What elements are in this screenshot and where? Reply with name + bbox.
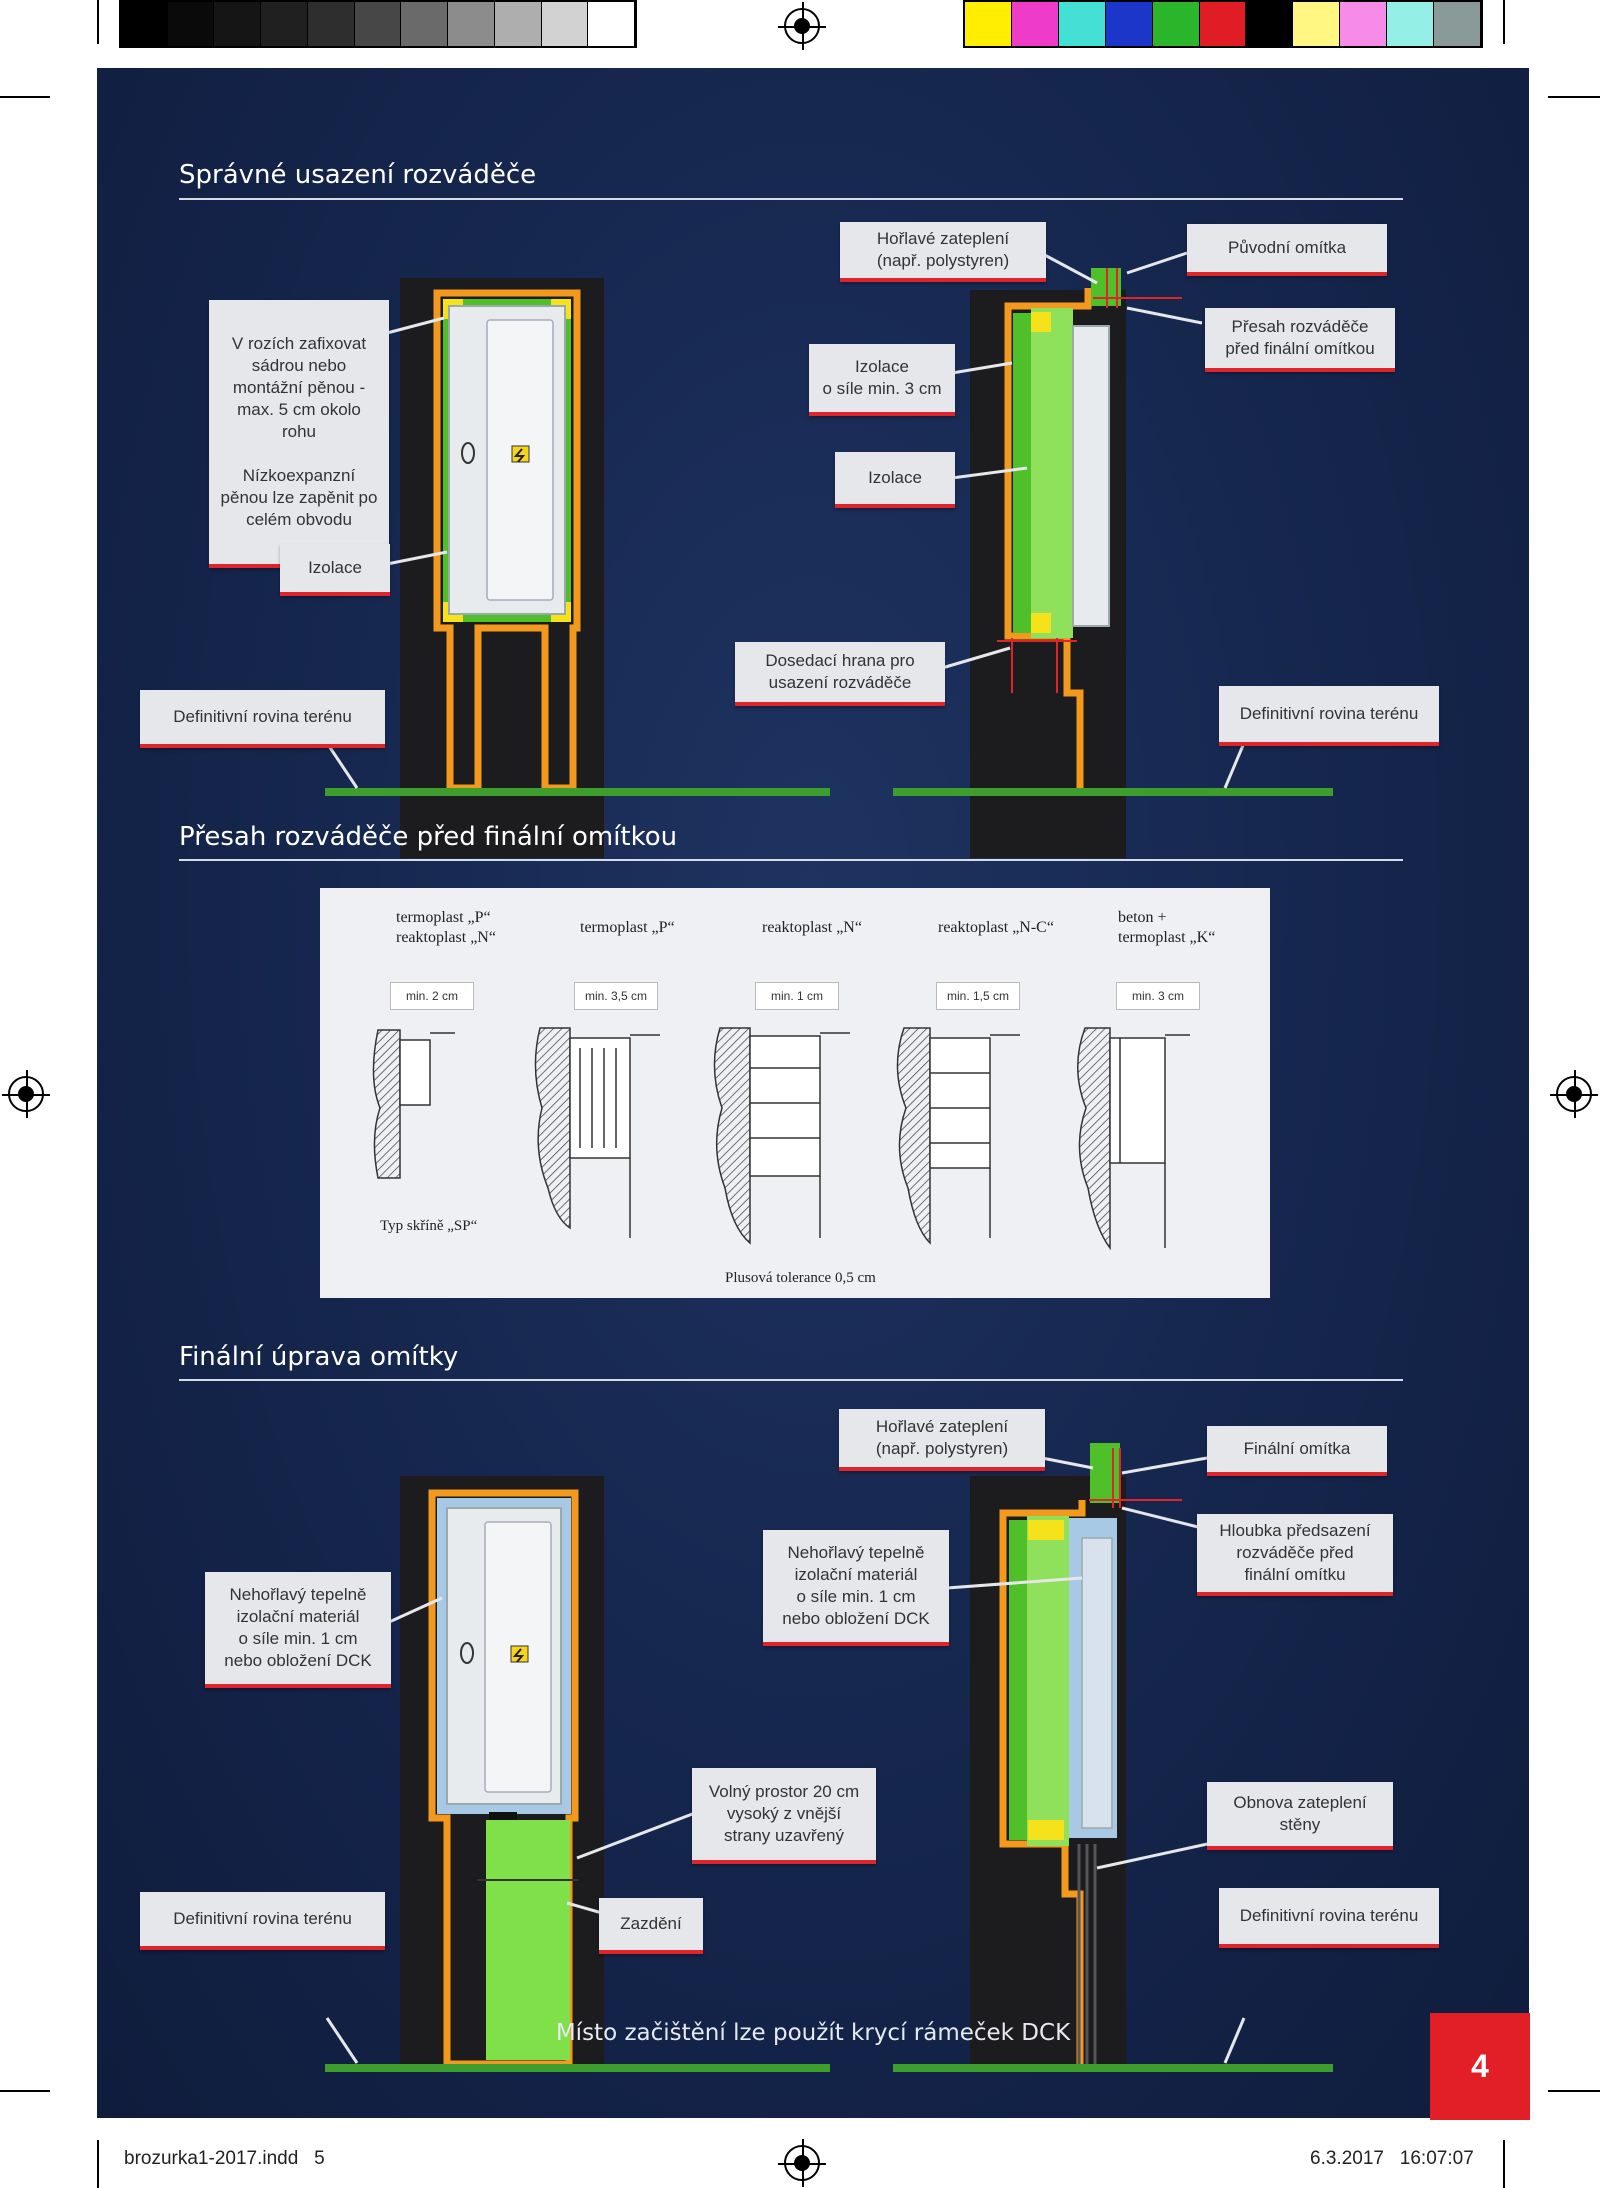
- ground-line: [325, 2064, 830, 2072]
- color-swatch: [1246, 2, 1294, 46]
- color-swatch: [448, 2, 495, 46]
- callout-izolace-3cm: Izolace o síle min. 3 cm: [809, 344, 955, 416]
- color-swatch: [1058, 2, 1106, 46]
- section-rule: [179, 1379, 1403, 1381]
- col-label-1: termoplast „P“ reaktoplast „N“: [396, 909, 496, 946]
- callout-horlave-s3: Hořlavé zateplení (např. polystyren): [839, 1409, 1045, 1471]
- color-swatch: [401, 2, 449, 46]
- ground-line: [325, 788, 830, 796]
- brochure-page: Správné usazení rozváděče: [97, 68, 1529, 2118]
- ground-line: [893, 788, 1333, 796]
- color-swatch: [588, 2, 636, 46]
- plus-tolerance: Plusová tolerance 0,5 cm: [725, 1270, 876, 1286]
- color-swatch: [1434, 2, 1481, 46]
- overhang-diagram-panel: termoplast „P“ reaktoplast „N“ termoplas…: [320, 888, 1270, 1298]
- diagrams-svg: [325, 251, 1333, 2072]
- registration-mark-bottom: [778, 2139, 826, 2187]
- callout-izolace-left: Izolace: [280, 544, 390, 596]
- callout-terrain-right-s3: Definitivní rovina terénu: [1219, 1888, 1439, 1948]
- crop-mark: [1503, 0, 1505, 44]
- section-title-finalni: Finální úprava omítky: [179, 1342, 459, 1372]
- color-swatch: [261, 2, 308, 46]
- min-tag-5: min. 3 cm: [1116, 982, 1200, 1010]
- ground-line: [893, 2064, 1333, 2072]
- color-swatch: [541, 2, 589, 46]
- section-rule: [179, 198, 1403, 200]
- color-swatch: [965, 2, 1012, 46]
- min-tag-2: min. 3,5 cm: [574, 982, 658, 1010]
- color-swatch: [1199, 2, 1247, 46]
- callout-terrain-right: Definitivní rovina terénu: [1219, 686, 1439, 746]
- s1-right-section-diagram: [970, 268, 1182, 858]
- grey-color-bar: [119, 0, 637, 48]
- color-swatch: [307, 2, 355, 46]
- min-tag-4: min. 1,5 cm: [936, 982, 1020, 1010]
- crop-mark: [1503, 2140, 1505, 2188]
- color-swatch: [1293, 2, 1341, 46]
- crop-mark: [1548, 2090, 1600, 2092]
- color-swatch: [1340, 2, 1388, 46]
- bottom-note: Místo začištění lze použít krycí rámeček…: [555, 2020, 1071, 2046]
- min-tag-3: min. 1 cm: [755, 982, 839, 1010]
- color-swatch: [354, 2, 402, 46]
- callout-volny-prostor: Volný prostor 20 cm vysoký z vnější stra…: [692, 1768, 876, 1864]
- callout-horlave-zatepleni: Hořlavé zateplení (např. polystyren): [840, 222, 1046, 282]
- registration-mark-top: [778, 2, 826, 50]
- callout-puvodni-omitka: Původní omítka: [1187, 224, 1387, 276]
- callout-nehorlavy-left: Nehořlavý tepelně izolační materiál o sí…: [205, 1572, 391, 1688]
- col-label-5: beton + termoplast „K“: [1118, 909, 1216, 946]
- min-tag-1: min. 2 cm: [390, 982, 474, 1010]
- callout-zazdeni: Zazdění: [599, 1898, 703, 1954]
- callout-nehorlavy-right: Nehořlavý tepelně izolační materiál o sí…: [763, 1530, 949, 1646]
- callout-pointers: [325, 1456, 1246, 2064]
- col-label-2: termoplast „P“: [580, 919, 675, 936]
- callout-dosedaci-hrana: Dosedací hrana pro usazení rozváděče: [735, 642, 945, 706]
- page-number: 4: [1430, 2013, 1530, 2120]
- section-rule: [179, 859, 1403, 861]
- section-title-presah: Přesah rozváděče před finální omítkou: [179, 822, 678, 852]
- crop-mark: [97, 0, 99, 44]
- typ-skrine: Typ skříně „SP“: [380, 1218, 478, 1234]
- callout-hloubka: Hloubka předsazení rozváděče před fináln…: [1197, 1514, 1393, 1596]
- process-color-bar: [963, 0, 1483, 48]
- callout-terrain-left-s3: Definitivní rovina terénu: [140, 1892, 385, 1950]
- callout-obnova-zatepleni: Obnova zateplení stěny: [1207, 1782, 1393, 1850]
- crop-mark: [0, 96, 50, 98]
- section-title-spravne: Správné usazení rozváděče: [179, 160, 537, 190]
- color-swatch: [214, 2, 262, 46]
- footer-filename: brozurka1-2017.indd 5: [124, 2148, 325, 2169]
- crop-mark: [97, 2140, 99, 2188]
- color-swatch: [1011, 2, 1059, 46]
- color-swatch: [1152, 2, 1200, 46]
- registration-mark-right: [1550, 1070, 1598, 1118]
- color-swatch: [1105, 2, 1153, 46]
- footer-date: 6.3.2017 16:07:07: [1310, 2148, 1474, 2169]
- callout-izolace-right: Izolace: [835, 452, 955, 508]
- s3-left-cabinet-diagram: [400, 1476, 604, 2068]
- callout-presah: Přesah rozváděče před finální omítkou: [1205, 308, 1395, 372]
- col-label-3: reaktoplast „N“: [762, 919, 862, 936]
- s1-left-cabinet-diagram: [433, 289, 581, 792]
- callout-corner-fixing: V rozích zafixovat sádrou nebo montážní …: [209, 300, 389, 568]
- color-swatch: [494, 2, 542, 46]
- color-swatch: [121, 2, 168, 46]
- callout-terrain-left: Definitivní rovina terénu: [140, 690, 385, 748]
- callout-pointers: [325, 251, 1246, 789]
- color-swatch: [1387, 2, 1435, 46]
- color-swatch: [167, 2, 215, 46]
- s3-right-section-diagram: [970, 1443, 1182, 2066]
- overhang-drawings: [372, 1027, 1190, 1251]
- registration-mark-left: [2, 1070, 50, 1118]
- callout-finalni-omitka: Finální omítka: [1207, 1426, 1387, 1476]
- crop-mark: [1548, 96, 1600, 98]
- crop-mark: [0, 2090, 50, 2092]
- col-label-4: reaktoplast „N-C“: [938, 919, 1054, 936]
